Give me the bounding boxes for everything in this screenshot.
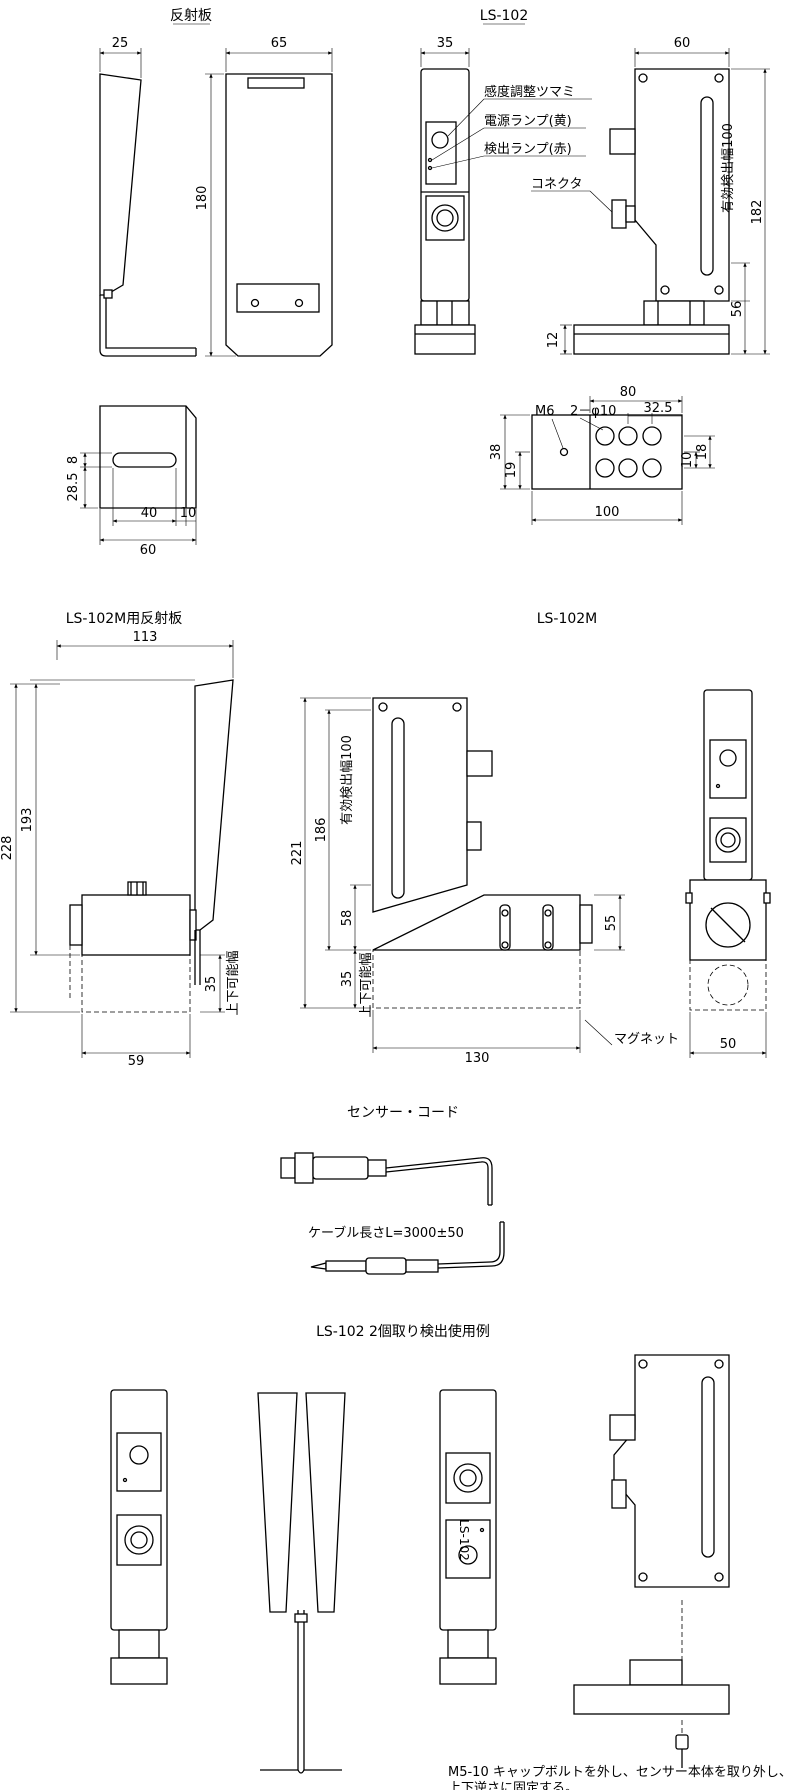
label-detect-lamp: 検出ランプ(赤) — [484, 142, 572, 157]
dim-m-130: 130 — [465, 1051, 490, 1066]
ls102-side-view: 35 — [414, 36, 476, 355]
dim-refl-10: 10 — [180, 506, 197, 521]
dim-base-18: 18 — [695, 444, 710, 461]
dim-m-50: 50 — [720, 1037, 737, 1052]
dim-ls-56: 56 — [730, 301, 745, 318]
dim-refl-8: 8 — [66, 456, 81, 464]
reflector-front-view: 65 180 — [195, 36, 333, 357]
title-example: LS-102 2個取り検出使用例 — [316, 1323, 490, 1340]
dim-base-38: 38 — [489, 444, 504, 461]
dim-refl-60: 60 — [140, 543, 157, 558]
example-reflectors — [257, 1392, 346, 1774]
dim-base-10: 10 — [680, 452, 695, 469]
dim-refl-25: 25 — [112, 36, 129, 51]
dim-refl-40: 40 — [141, 506, 158, 521]
dim-base-19: 19 — [504, 462, 519, 479]
dim-m-55: 55 — [604, 915, 619, 932]
title-reflector: 反射板 — [170, 8, 212, 24]
title-cord: センサー・コード — [347, 1105, 459, 1121]
dim-refl-28-5: 28.5 — [66, 473, 81, 502]
dim-base-32-5: 32.5 — [644, 401, 673, 416]
dim-refl-65: 65 — [271, 36, 288, 51]
dim-m-35a: 35 — [204, 976, 219, 993]
ls102m-front-view: 50 — [685, 689, 771, 1058]
title-ls102: LS-102 — [480, 8, 528, 24]
dim-ls-12: 12 — [546, 332, 561, 349]
dim-base-80: 80 — [620, 385, 637, 400]
label-vertical-range-a: 上下可能幅 — [226, 950, 241, 1015]
ls102-base-plan: 80 32.5 M6 2－φ10 38 19 10 18 100 — [489, 385, 715, 525]
ls102-front-view: 60 182 56 12 — [546, 36, 770, 355]
dim-m-193: 193 — [20, 808, 35, 833]
label-hole: 2－φ10 — [570, 404, 616, 419]
reflector-bottom-view: 8 28.5 40 10 60 — [66, 405, 197, 558]
example-sensor-left — [110, 1389, 168, 1685]
sensor-cord — [280, 1152, 505, 1275]
dim-base-100: 100 — [595, 505, 620, 520]
label-m6: M6 — [535, 404, 555, 419]
ls102m-side-view: 186 221 58 35 上下可能幅 有効検出幅100 130 55 マグネッ… — [290, 697, 679, 1066]
label-connector: コネクタ — [531, 177, 582, 192]
label-cable-length: ケーブル長さL=3000±50 — [308, 1225, 464, 1241]
dim-m-59: 59 — [128, 1054, 145, 1069]
example-module-text: LS-102 — [457, 1519, 471, 1561]
dim-refl-180: 180 — [195, 186, 210, 211]
example-sensor-right: LS-102 — [439, 1389, 497, 1685]
dim-m-35b: 35 — [340, 971, 355, 988]
dim-m-58: 58 — [340, 910, 355, 927]
dim-m-228: 228 — [0, 836, 15, 861]
reflector-side-view: 25 — [99, 36, 197, 357]
label-effective-width: 有効検出幅100 — [721, 123, 736, 213]
label-power-lamp: 電源ランプ(黄) — [484, 114, 572, 129]
dim-ls-182: 182 — [750, 200, 765, 225]
dim-m-186: 186 — [314, 818, 329, 843]
dim-m-221: 221 — [290, 841, 305, 866]
dim-ls-35: 35 — [437, 36, 454, 51]
title-ls102m: LS-102M — [537, 611, 598, 627]
note-line2: 上下逆さに固定する。 — [448, 1780, 578, 1790]
title-ls102m-reflector: LS-102M用反射板 — [66, 611, 183, 627]
dim-m-113: 113 — [133, 630, 158, 645]
label-vertical-range-b: 上下可能幅 — [359, 952, 374, 1017]
label-effective-width-m: 有効検出幅100 — [340, 735, 355, 825]
note-line1: M5-10 キャップボルトを外し、センサー本体を取り外し、 — [448, 1765, 792, 1780]
label-magnet: マグネット — [614, 1032, 679, 1047]
example-sensor-inverted — [573, 1354, 730, 1768]
ls102m-reflector-view: 113 193 228 35 上下可能幅 59 — [0, 630, 241, 1069]
dim-ls-60: 60 — [674, 36, 691, 51]
label-knob: 感度調整ツマミ — [484, 84, 575, 100]
